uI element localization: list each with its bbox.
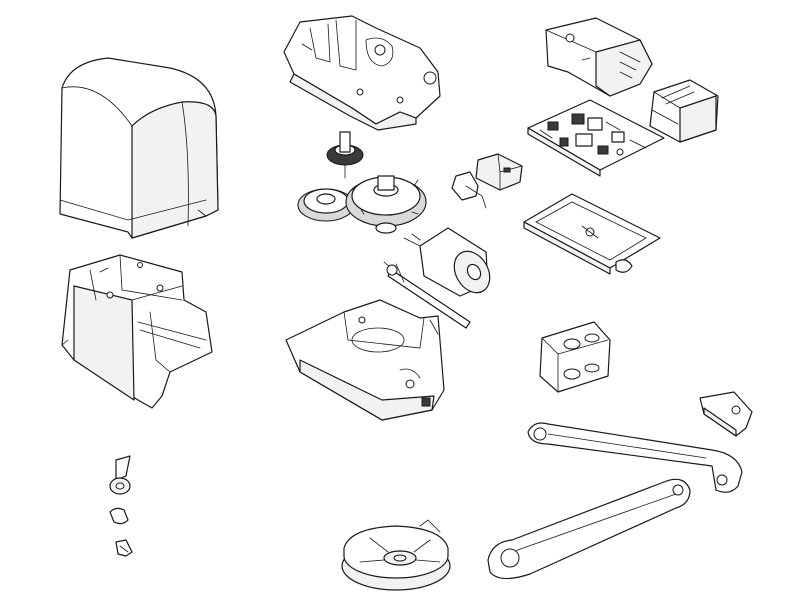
chassis-frame-icon — [61, 254, 213, 409]
transformer-icon — [649, 79, 719, 143]
lower-gearbox-housing-icon — [285, 299, 445, 421]
electric-motor-icon — [383, 227, 491, 329]
cable-bracket-icon — [539, 321, 611, 393]
arm-bracket-icon — [699, 391, 753, 437]
articulated-arm-icon — [487, 422, 743, 580]
release-lever-and-key-icon — [109, 455, 133, 557]
round-base-plate-icon — [341, 519, 451, 591]
housing-cover-icon — [59, 57, 219, 239]
upper-gearbox-housing-icon — [283, 15, 441, 131]
limit-switch-icon — [451, 153, 523, 209]
gear-set-icon — [297, 131, 427, 234]
control-board-cover-icon — [545, 17, 653, 97]
control-board-icon — [527, 99, 665, 177]
board-mounting-plate-icon — [523, 193, 661, 275]
